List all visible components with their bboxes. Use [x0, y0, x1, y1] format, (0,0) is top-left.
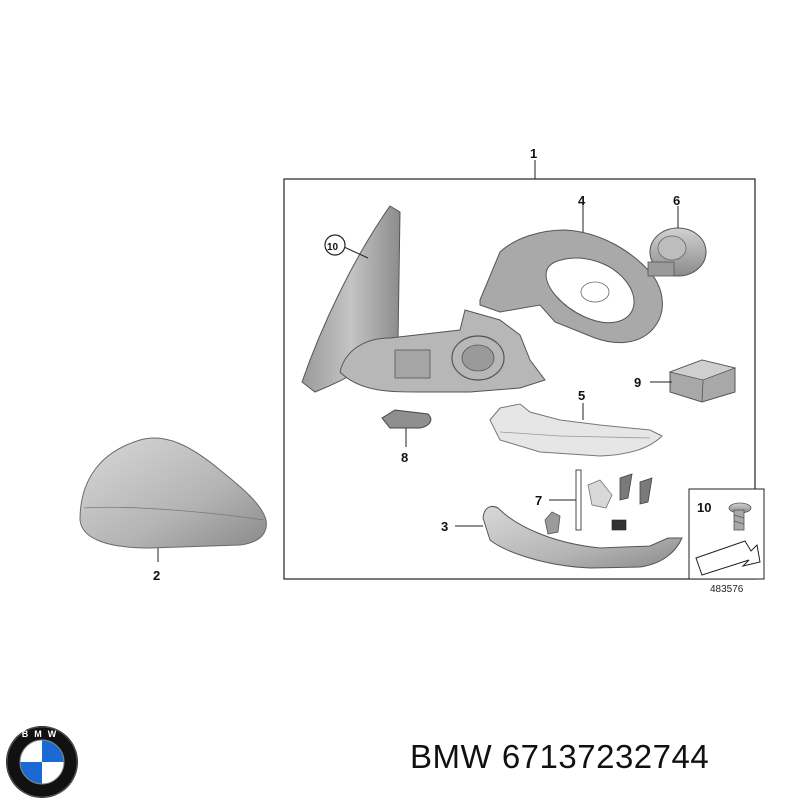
callout-5: 5	[578, 388, 585, 403]
callout-4: 4	[578, 193, 586, 208]
callout-2: 2	[153, 568, 160, 583]
callout-1: 1	[530, 146, 537, 161]
callout-10-legend: 10	[697, 500, 711, 515]
callout-3: 3	[441, 519, 448, 534]
callout-10-ring	[324, 234, 346, 256]
brand-name: BMW	[410, 738, 493, 775]
part-8-cover	[381, 409, 432, 429]
bmw-logo: BMW	[6, 726, 78, 798]
part-2-mirror-cap	[79, 437, 267, 549]
bmw-logo-letters: BMW	[22, 729, 63, 739]
assembly-frame	[283, 178, 756, 580]
part-6-motor	[647, 227, 707, 277]
part-5-indicator-lens	[489, 403, 663, 457]
callout-6: 6	[673, 193, 680, 208]
callout-7: 7	[535, 493, 542, 508]
part-number: 67137232744	[501, 738, 710, 775]
reference-number: 483576	[710, 584, 744, 595]
callout-8: 8	[401, 450, 408, 465]
part-9-control-module	[668, 359, 737, 403]
part-caption: BMW 67137232744	[410, 738, 709, 776]
part-3-lower-trim	[482, 505, 683, 569]
callout-9: 9	[634, 375, 641, 390]
leader-lines	[157, 160, 679, 562]
legend-arrow	[695, 540, 761, 576]
legend-screw	[728, 502, 752, 531]
callout-10: 10	[327, 242, 339, 253]
part-7-clip-set	[575, 469, 653, 531]
mirror-base-housing	[339, 309, 546, 393]
